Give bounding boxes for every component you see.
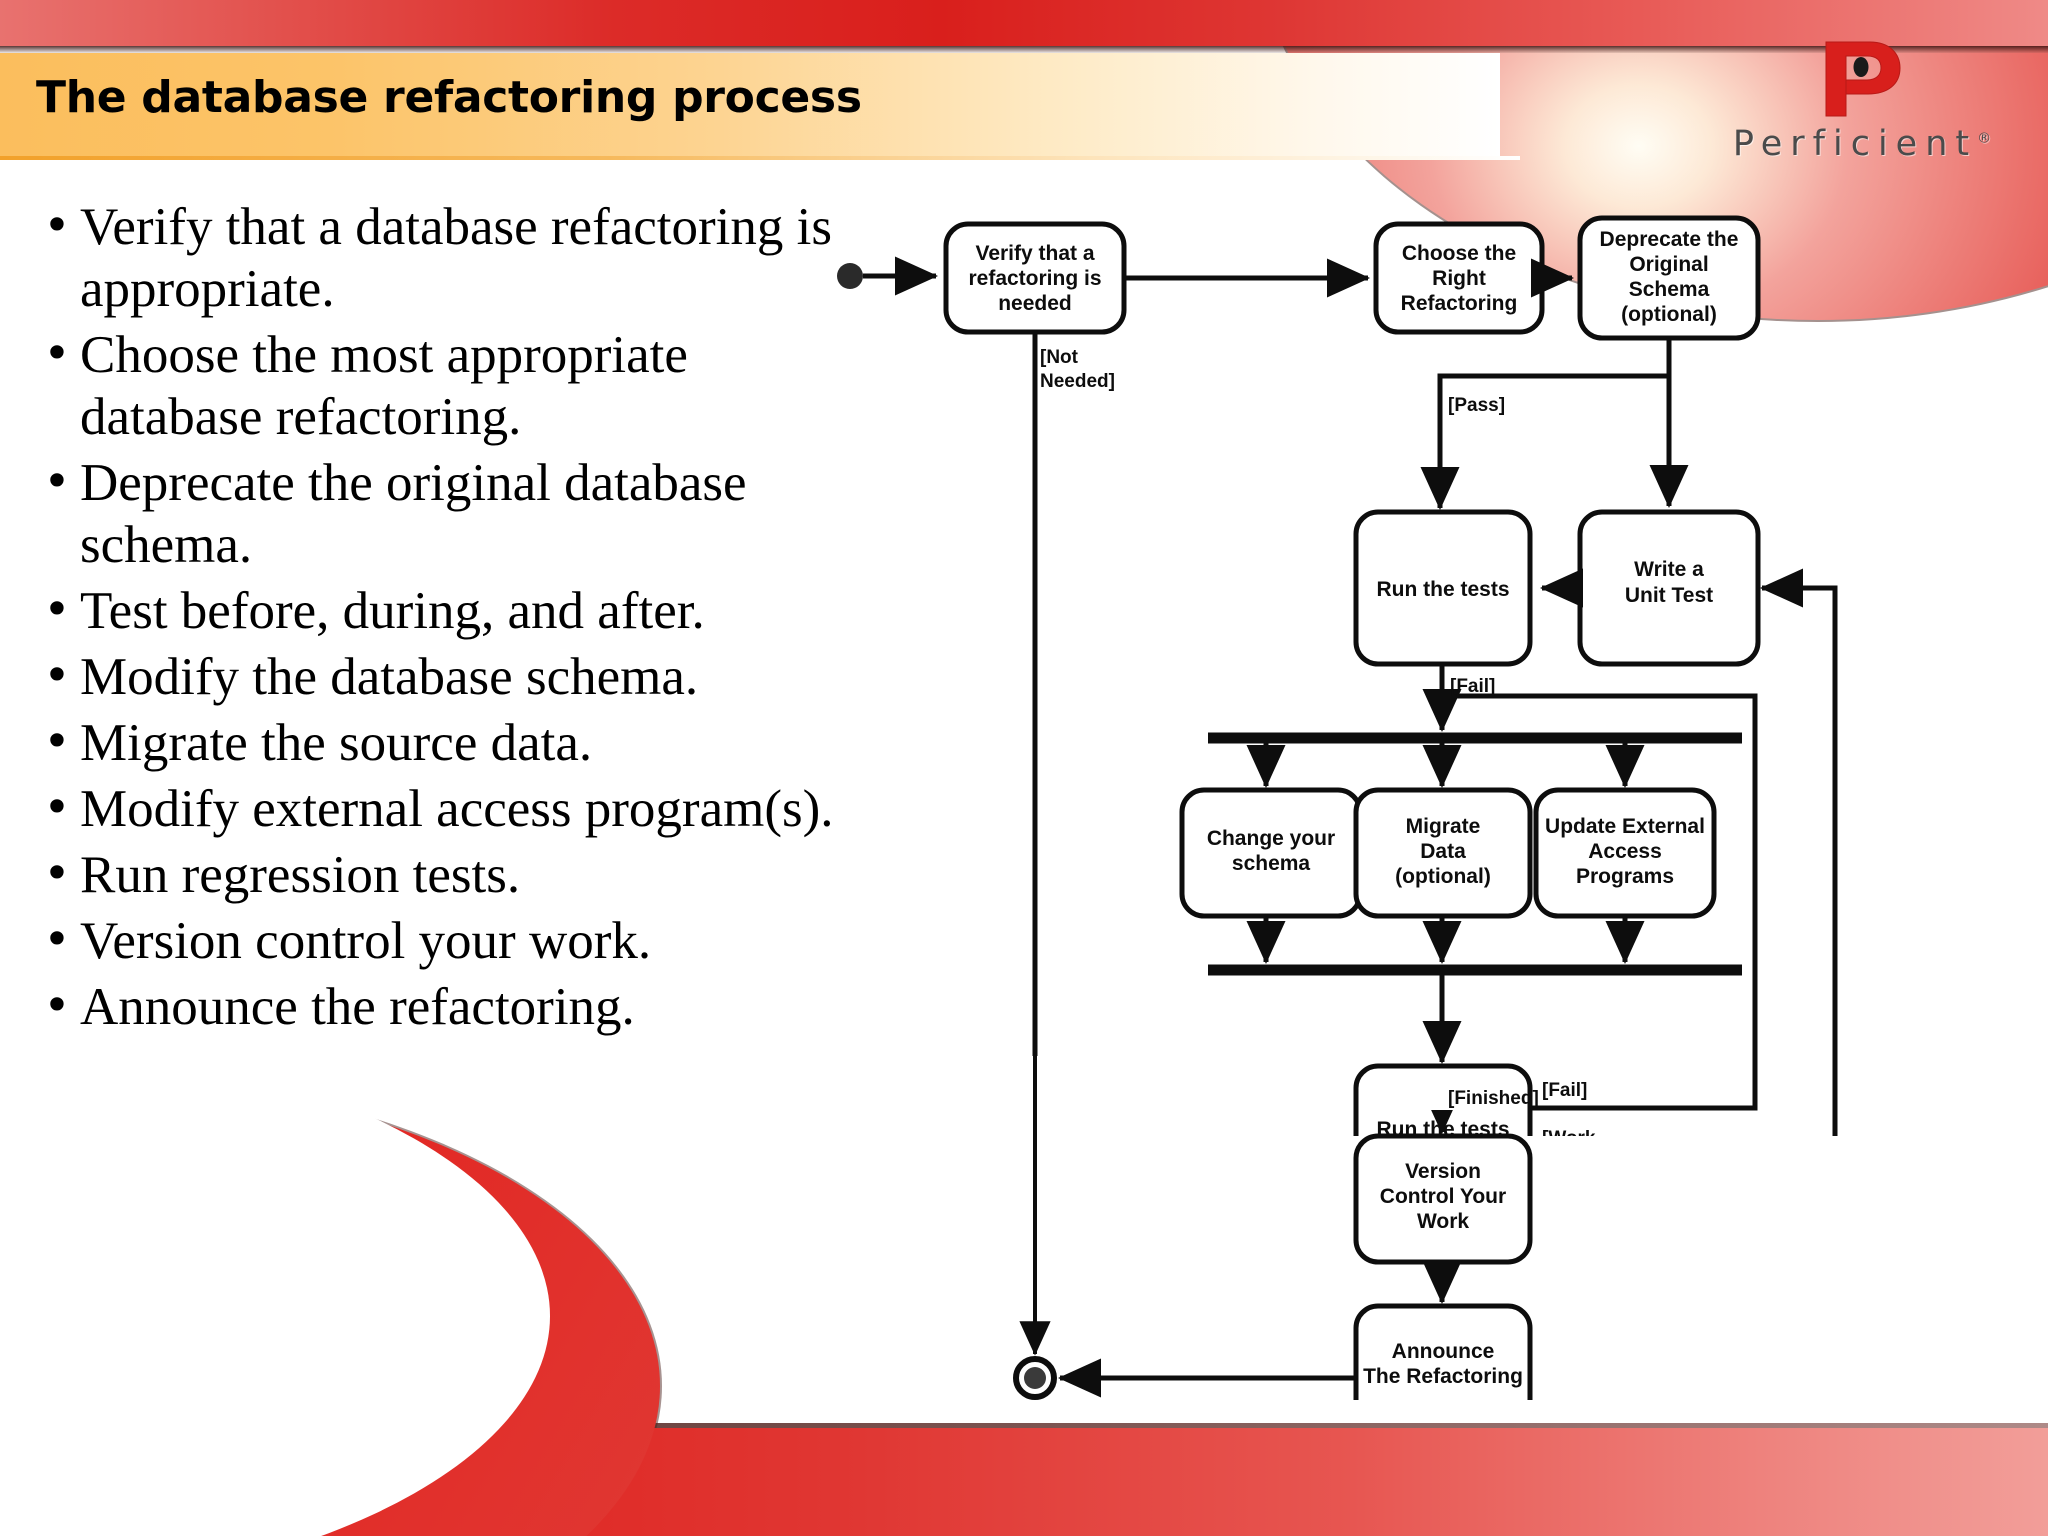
node-choose-line3: Refactoring xyxy=(1401,292,1518,315)
node-migrate-line2: Data xyxy=(1420,840,1466,863)
list-item-text: Deprecate the original database schema. xyxy=(80,454,747,574)
registered-mark-icon: ® xyxy=(1977,130,1992,147)
list-item: • Modify external access program(s). xyxy=(34,778,834,840)
flow-label-fail-1: [Fail] xyxy=(1450,676,1495,697)
node-deprecate-line3: Schema xyxy=(1629,278,1710,301)
node-deprecate-line1: Deprecate the xyxy=(1600,228,1739,251)
perficient-p-logo-icon xyxy=(1812,34,1912,120)
node-write-unit-line1: Write a xyxy=(1634,558,1704,581)
bullet-marker-icon: • xyxy=(43,714,71,768)
bullet-marker-icon: • xyxy=(43,978,71,1032)
flow-label-finished-visible: [Finished] xyxy=(1448,1088,1539,1109)
list-item: • Announce the refactoring. xyxy=(34,976,834,1038)
top-red-band xyxy=(0,0,2048,46)
list-item: • Run regression tests. xyxy=(34,844,834,906)
flow-label-not-needed-line2: Needed] xyxy=(1040,371,1115,392)
node-verify-line3: needed xyxy=(998,292,1072,315)
flow-label-not-needed-line1: [Not xyxy=(1040,347,1079,368)
brand-wordmark-text: Perficient xyxy=(1732,124,1978,164)
footer-rule xyxy=(0,1423,2048,1428)
node-choose-line2: Right xyxy=(1432,267,1486,290)
bullet-list: • Verify that a database refactoring is … xyxy=(34,196,834,1042)
node-migrate-line1: Migrate xyxy=(1406,815,1481,838)
node-version-line3: Work xyxy=(1417,1210,1469,1233)
process-flow-diagram: [Not Needed] [Pass] [Fail] [Fail] [Work … xyxy=(830,196,2048,1136)
node-write-unit-line2: Unit Test xyxy=(1625,584,1713,607)
flow-label-work-continues-line1: [Work xyxy=(1542,1128,1596,1136)
list-item-text: Run regression tests. xyxy=(80,846,521,904)
brand-wordmark: Perficient® xyxy=(1712,124,2012,164)
bullet-marker-icon: • xyxy=(43,846,71,900)
list-item-text: Test before, during, and after. xyxy=(80,582,705,640)
node-verify-line1: Verify that a xyxy=(975,242,1094,265)
bullet-marker-icon: • xyxy=(43,198,71,252)
node-announce-line1: Announce xyxy=(1392,1340,1495,1363)
node-update-ext-line1: Update External xyxy=(1545,815,1705,838)
list-item: • Choose the most appropriate database r… xyxy=(34,324,834,448)
list-item-text: Modify external access program(s). xyxy=(80,780,834,838)
title-band-rule xyxy=(0,156,1520,160)
node-announce-line2: The Refactoring xyxy=(1363,1365,1523,1388)
list-item-text: Choose the most appropriate database ref… xyxy=(80,326,688,446)
node-change-schema-line2: schema xyxy=(1232,852,1311,875)
bullet-marker-icon: • xyxy=(43,582,71,636)
flow-label-pass: [Pass] xyxy=(1448,395,1505,416)
node-change-schema-line1: Change your xyxy=(1207,827,1335,850)
list-item: • Deprecate the original database schema… xyxy=(34,452,834,576)
bullet-marker-icon: • xyxy=(43,648,71,702)
page-title: The database refactoring process xyxy=(36,72,862,123)
list-item-text: Verify that a database refactoring is ap… xyxy=(80,198,832,318)
node-migrate-line3: (optional) xyxy=(1395,865,1491,888)
list-item-text: Announce the refactoring. xyxy=(80,978,635,1036)
list-item: • Version control your work. xyxy=(34,910,834,972)
list-item: • Verify that a database refactoring is … xyxy=(34,196,834,320)
list-item-text: Version control your work. xyxy=(80,912,652,970)
node-update-ext-line2: Access xyxy=(1588,840,1662,863)
bullet-marker-icon: • xyxy=(43,454,71,508)
list-item: • Migrate the source data. xyxy=(34,712,834,774)
brand-logo: Perficient® xyxy=(1712,34,2012,164)
bullet-marker-icon: • xyxy=(43,326,71,380)
flow-label-fail-2: [Fail] xyxy=(1542,1080,1587,1101)
node-version-line1: Version xyxy=(1405,1160,1481,1183)
title-band xyxy=(0,53,1500,158)
list-item: • Modify the database schema. xyxy=(34,646,834,708)
node-run-tests-1: Run the tests xyxy=(1376,578,1509,601)
top-red-band-shadow xyxy=(0,46,2048,53)
process-flow-diagram-tail: Version Control Your Work Announce The R… xyxy=(830,1110,2048,1400)
list-item-text: Migrate the source data. xyxy=(80,714,593,772)
bullet-marker-icon: • xyxy=(43,780,71,834)
node-verify-line2: refactoring is xyxy=(968,267,1101,290)
list-item: • Test before, during, and after. xyxy=(34,580,834,642)
node-deprecate-line2: Original xyxy=(1629,253,1708,276)
node-choose-line1: Choose the xyxy=(1402,242,1516,265)
bullet-marker-icon: • xyxy=(43,912,71,966)
node-update-ext-line3: Programs xyxy=(1576,865,1674,888)
node-version-line2: Control Your xyxy=(1380,1185,1506,1208)
node-deprecate-line4: (optional) xyxy=(1621,303,1717,326)
list-item-text: Modify the database schema. xyxy=(80,648,699,706)
